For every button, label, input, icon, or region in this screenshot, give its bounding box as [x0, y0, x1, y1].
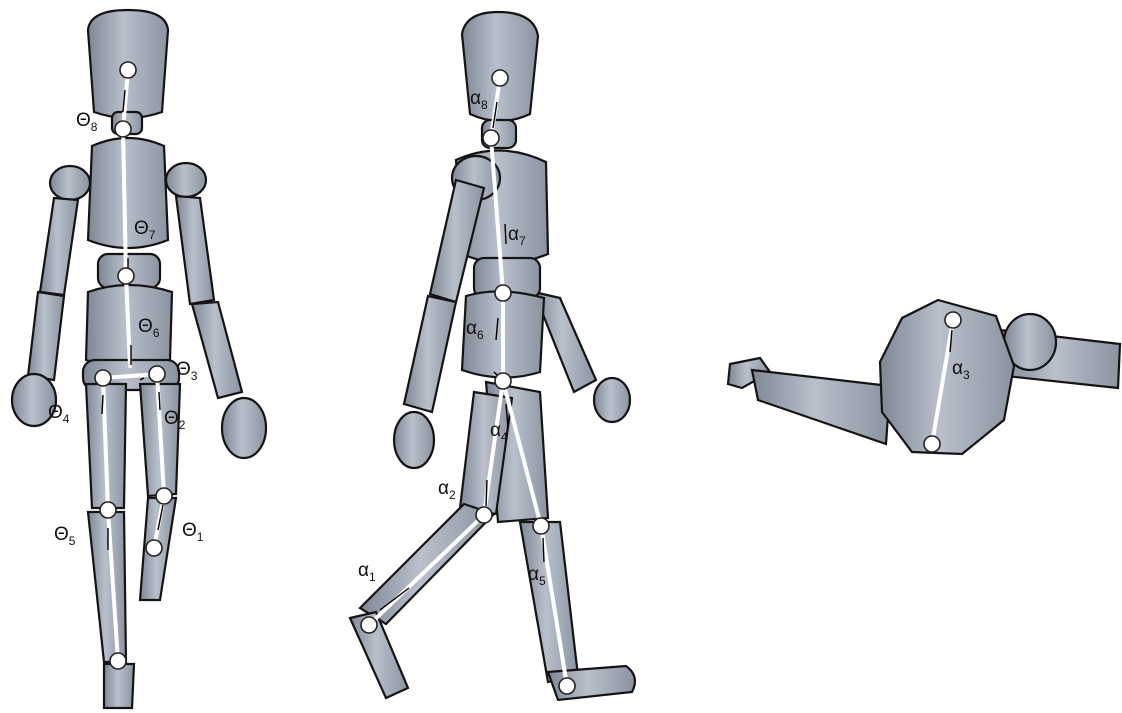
label-alpha-1: α1 [358, 560, 376, 584]
front-right-shoulder [166, 163, 206, 197]
front-joint-left-hip [95, 370, 111, 386]
side-forearm [404, 296, 456, 412]
side-back-foot [350, 612, 408, 698]
front-left-shoulder [50, 166, 90, 200]
top-left-arm [752, 370, 890, 444]
label-theta-1: Θ1 [182, 520, 204, 544]
front-joint-waist [118, 268, 134, 284]
front-left-shin [88, 512, 126, 662]
front-joint-left-knee [100, 502, 116, 518]
label-theta-8: Θ8 [76, 110, 98, 134]
front-joint-right-ankle [146, 540, 162, 556]
label-alpha-2: α2 [438, 478, 456, 502]
side-hand [394, 412, 434, 468]
top-joint-front [945, 312, 961, 328]
side-joint-back-knee [476, 507, 492, 523]
front-left-foot [104, 664, 134, 708]
top-joint-back [924, 436, 940, 452]
label-theta-3: Θ3 [176, 359, 198, 383]
side-joint-neck [483, 130, 499, 146]
side-joint-front-ankle [559, 678, 575, 694]
side-front-shin [520, 522, 578, 682]
front-left-upper-arm [40, 198, 78, 295]
front-joint-neck [115, 121, 131, 137]
front-right-hand [222, 398, 266, 458]
top-view-mannequin [728, 300, 1120, 454]
label-theta-2: Θ2 [164, 408, 186, 432]
front-joint-right-knee [156, 488, 172, 504]
label-theta-4: Θ4 [48, 402, 70, 426]
side-joint-hip [495, 373, 511, 389]
front-chest [88, 138, 168, 248]
front-right-upper-arm [176, 196, 214, 304]
front-left-forearm [28, 292, 64, 380]
front-joint-right-hip [149, 366, 165, 382]
front-right-forearm [192, 302, 242, 398]
side-back-hand [594, 378, 630, 422]
side-joint-front-knee [533, 518, 549, 534]
front-view-mannequin [12, 10, 266, 708]
front-joint-head [120, 62, 136, 78]
front-joint-left-ankle [110, 653, 126, 669]
side-joint-waist [495, 285, 511, 301]
side-joint-back-ankle [361, 617, 377, 633]
side-joint-head [492, 70, 508, 86]
label-theta-5: Θ5 [54, 524, 76, 548]
